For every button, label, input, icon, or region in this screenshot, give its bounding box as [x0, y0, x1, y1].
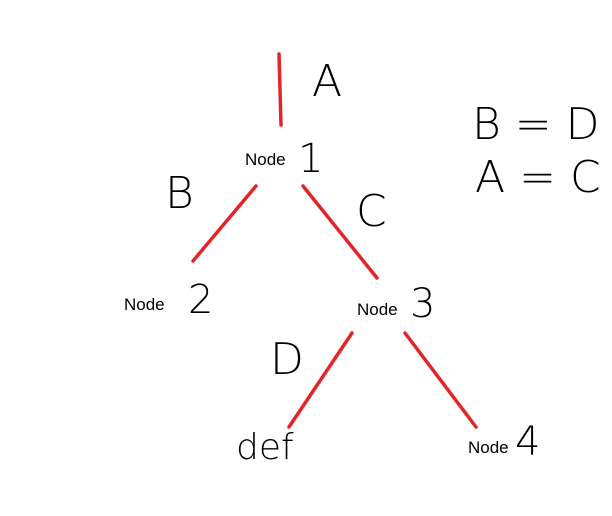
edge-d	[287, 331, 354, 429]
node-2-label: Node	[124, 295, 165, 314]
node-3-number: 3	[410, 281, 436, 327]
edge-label-c: C	[356, 186, 387, 237]
edge-c	[301, 184, 379, 280]
edge-label-a: A	[312, 56, 343, 107]
edge-b	[191, 184, 258, 263]
node-1-label: Node	[245, 150, 286, 169]
node-4-label: Node	[468, 438, 509, 457]
node-3-label: Node	[357, 300, 398, 319]
equation-a-equals-c: A = C	[475, 152, 601, 203]
edge-label-d: D	[270, 334, 304, 385]
node-1-number: 1	[298, 136, 324, 182]
edge-node3-node4	[403, 331, 478, 429]
node-2-number: 2	[188, 277, 214, 323]
equation-b-equals-d: B = D	[472, 99, 600, 150]
edge-label-b: B	[165, 168, 194, 219]
leaf-def: def	[236, 427, 294, 468]
edge-a	[277, 52, 283, 127]
node-4-number: 4	[515, 419, 541, 465]
